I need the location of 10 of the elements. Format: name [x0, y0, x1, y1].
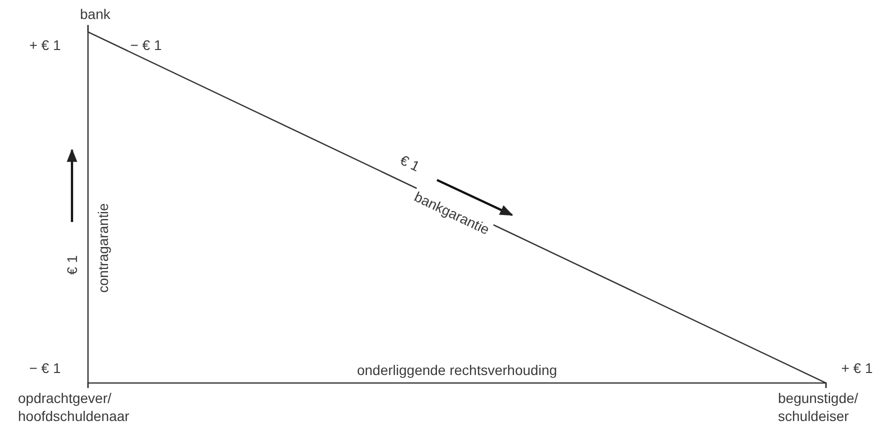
- node-label: opdrachtgever/ hoofdschuldenaar: [18, 389, 138, 425]
- node-label: begunstigde/ schuldeiser: [778, 389, 878, 425]
- amount-label: € 1: [397, 150, 423, 176]
- connector-line: [87, 382, 827, 388]
- amount-label: € 1: [63, 255, 81, 275]
- amount-label: − € 1: [130, 36, 162, 54]
- amount-label: − € 1: [29, 359, 61, 377]
- node-label: bank: [80, 5, 110, 23]
- amount-label: + € 1: [841, 359, 873, 377]
- amount-label: + € 1: [29, 36, 61, 54]
